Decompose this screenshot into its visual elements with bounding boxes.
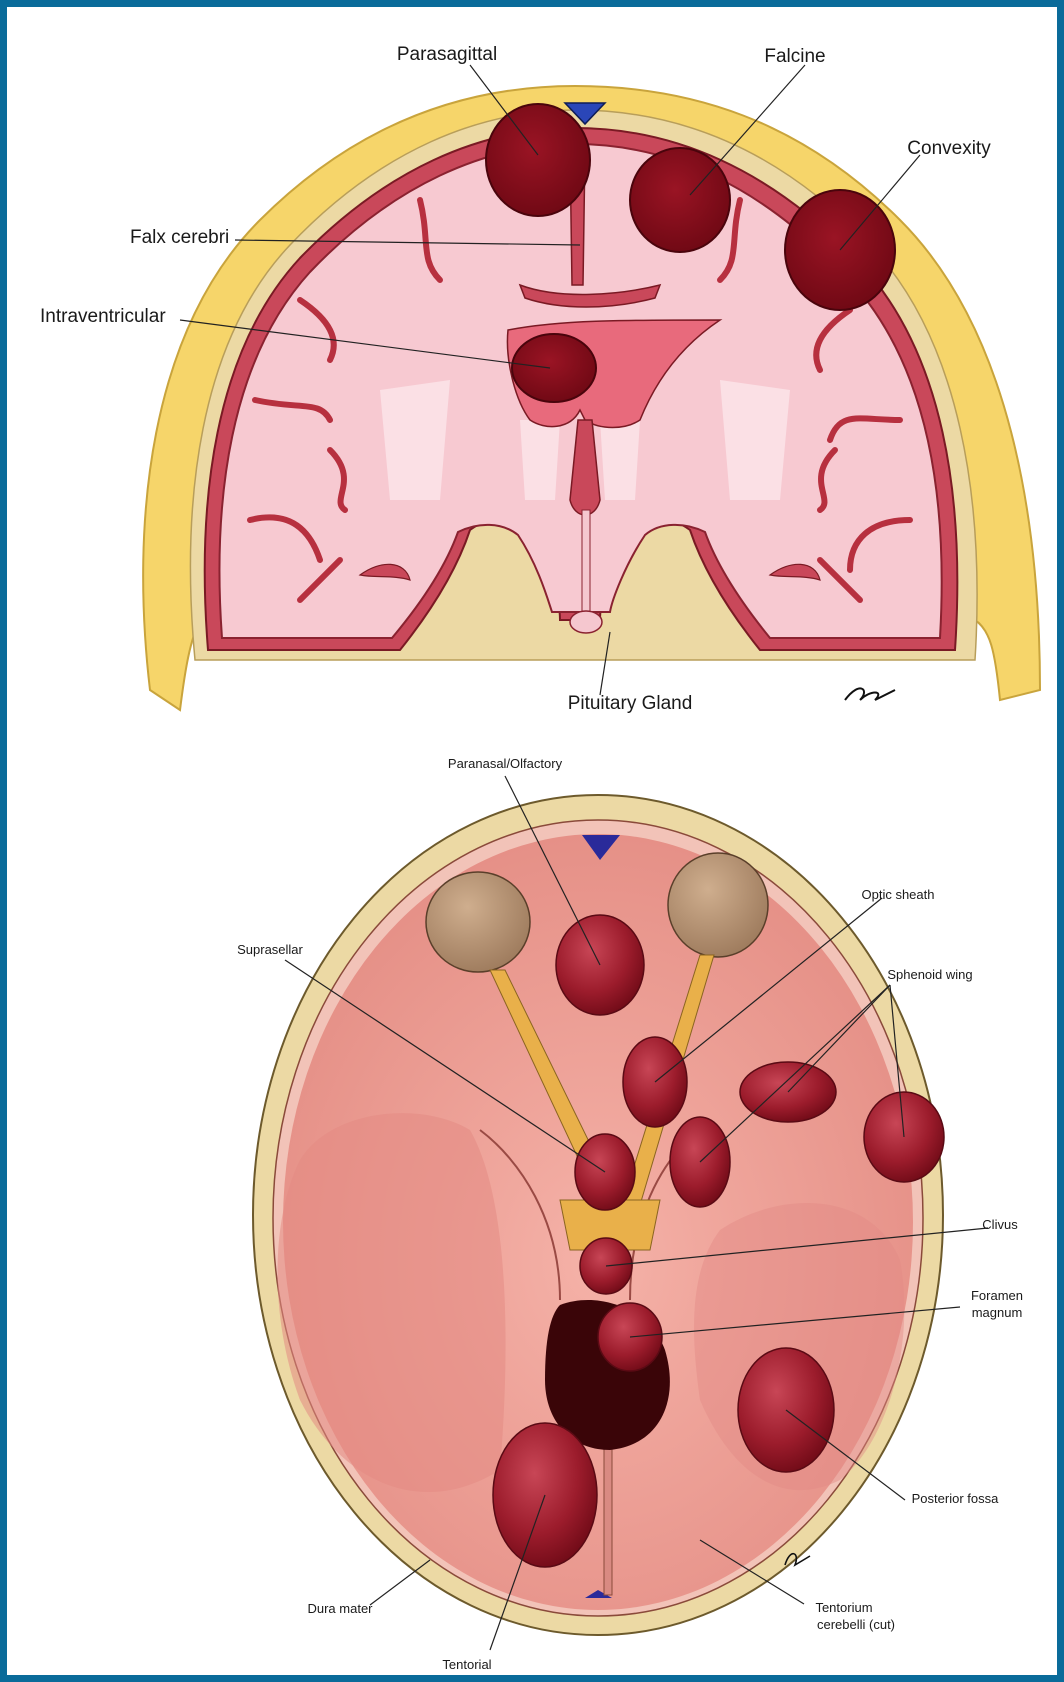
label-parasagittal: Parasagittal: [397, 44, 497, 65]
coronal-section: Parasagittal Falcine Convexity Falx cere…: [40, 44, 1040, 714]
artist-signature-coronal: [845, 688, 895, 700]
pituitary-stalk: [582, 510, 590, 615]
label-paranasal-olfactory: Paranasal/Olfactory: [448, 756, 563, 771]
axial-section: Paranasal/Olfactory Optic sheath Suprase…: [237, 756, 1023, 1672]
label-convexity: Convexity: [907, 138, 991, 159]
label-tentorial: Tentorial: [442, 1657, 491, 1672]
label-intraventricular: Intraventricular: [40, 306, 166, 327]
label-falx-cerebri: Falx cerebri: [130, 227, 229, 248]
pituitary-gland: [570, 611, 602, 633]
label-magnum: magnum: [972, 1305, 1023, 1320]
tumor-intraventricular: [512, 334, 596, 402]
label-optic-sheath: Optic sheath: [862, 887, 935, 902]
label-foramen: Foramen: [971, 1288, 1023, 1303]
olfactory-bulb-right: [668, 853, 768, 957]
label-dura-mater: Dura mater: [307, 1601, 373, 1616]
olfactory-bulb-left: [426, 872, 530, 972]
label-suprasellar: Suprasellar: [237, 942, 303, 957]
label-posterior-fossa: Posterior fossa: [912, 1491, 999, 1506]
label-sphenoid-wing: Sphenoid wing: [887, 967, 972, 982]
label-cerebelli-cut: cerebelli (cut): [817, 1617, 895, 1632]
tumor-parasagittal: [486, 104, 590, 216]
tentorium-cut-midline: [604, 1435, 612, 1595]
tumor-falcine: [630, 148, 730, 252]
label-pituitary-gland: Pituitary Gland: [568, 693, 693, 714]
label-clivus: Clivus: [982, 1217, 1018, 1232]
label-tentorium: Tentorium: [815, 1600, 872, 1615]
label-falcine: Falcine: [764, 46, 825, 67]
